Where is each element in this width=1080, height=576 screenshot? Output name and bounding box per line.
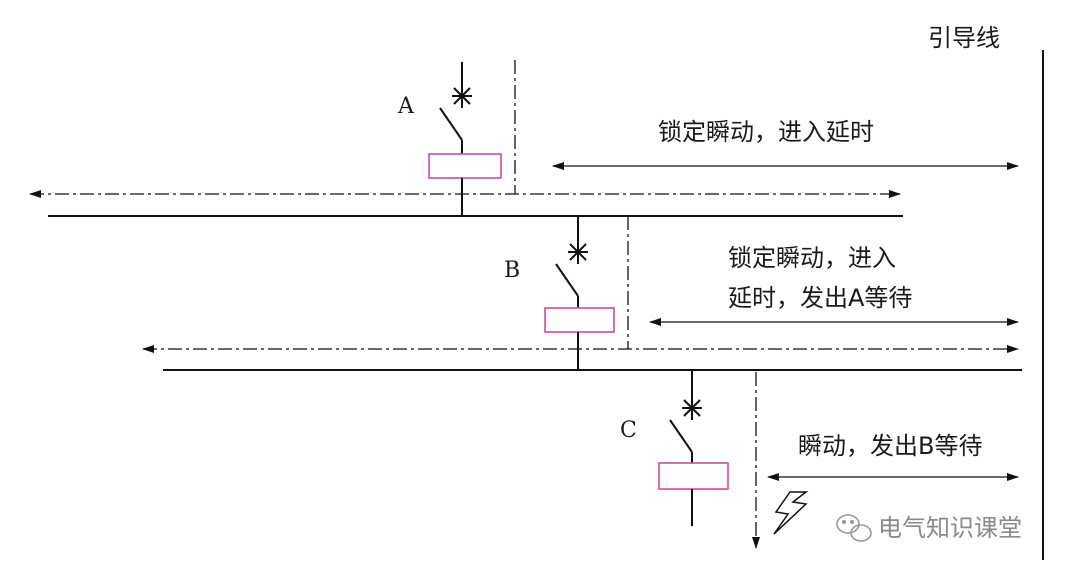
breaker-c-label: C	[620, 418, 637, 443]
breaker-c: C	[620, 370, 729, 526]
breaker-a-label: A	[397, 94, 415, 119]
annotation-b-line2: 延时，发出A等待	[728, 284, 912, 312]
wechat-icon	[836, 514, 872, 542]
annotation-b-line1: 锁定瞬动，进入	[728, 244, 896, 272]
watermark-text: 电气知识课堂	[878, 514, 1022, 542]
annotation-a: 锁定瞬动，进入延时	[658, 118, 874, 146]
relay-a	[428, 153, 502, 179]
relay-b	[544, 307, 615, 333]
breaker-b-label: B	[504, 258, 520, 283]
fault-lightning-icon	[773, 491, 809, 535]
pilot-wire-label: 引导线	[928, 24, 1000, 52]
relay-c	[658, 462, 729, 490]
watermark: 电气知识课堂	[836, 514, 1022, 542]
annotation-c: 瞬动，发出B等待	[798, 432, 982, 460]
breaker-b: B	[504, 216, 615, 370]
breaker-a: A	[397, 62, 502, 216]
